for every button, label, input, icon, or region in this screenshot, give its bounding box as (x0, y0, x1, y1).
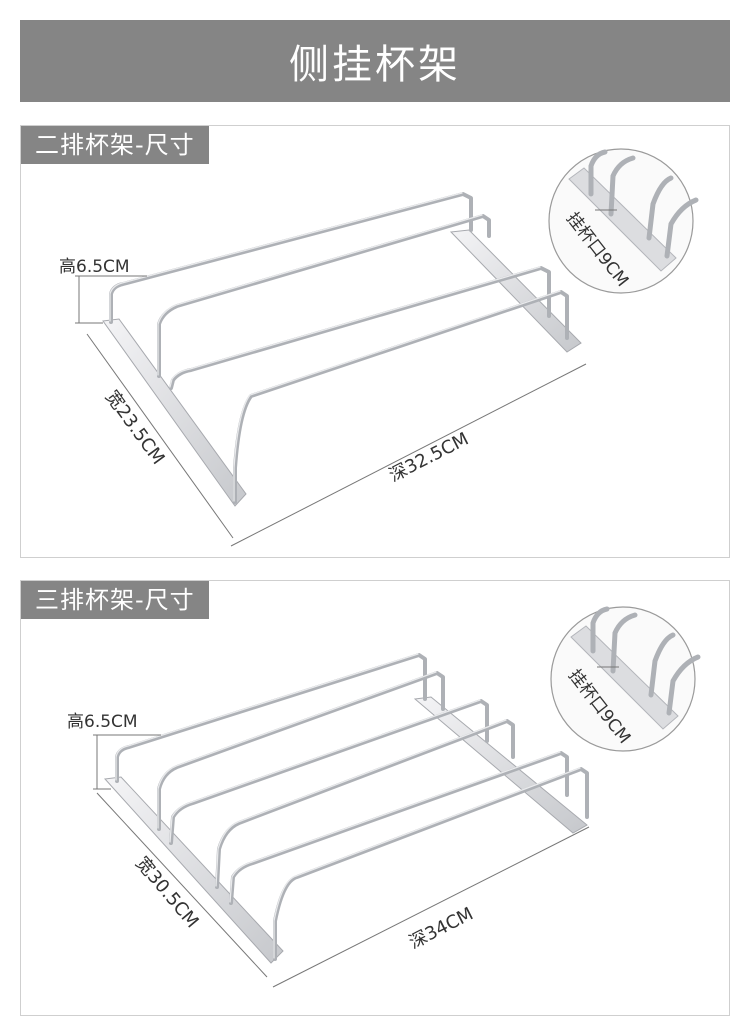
width-dimension-line (86, 333, 234, 539)
height-dimension-label: 高6.5CM (59, 257, 130, 277)
panel-title: 三排杯架-尺寸 (21, 581, 209, 619)
page-title: 侧挂杯架 (289, 42, 461, 88)
depth-dimension-line (272, 826, 590, 988)
base-plate-back (413, 696, 588, 834)
depth-dimension-label: 深34CM (406, 903, 477, 953)
three-row-rack-panel: 高6.5CM 宽30.5CM 深34CM 挂杯口9CM 三排杯架-尺寸 (20, 580, 730, 1016)
base-plate-front (102, 318, 247, 507)
wire-rails (115, 653, 589, 961)
depth-dimension-line (230, 363, 587, 547)
page-title-banner: 侧挂杯架 (20, 20, 730, 102)
wire-rails (109, 192, 569, 504)
three-row-rack-illustration: 高6.5CM 宽30.5CM 深34CM 挂杯口9CM (67, 606, 701, 988)
panel-title: 二排杯架-尺寸 (21, 126, 209, 164)
height-dimension-label: 高6.5CM (67, 712, 138, 732)
height-dimension-line (75, 275, 147, 324)
detail-zoom-circle (550, 606, 701, 752)
depth-dimension-label: 深32.5CM (386, 429, 472, 487)
two-row-rack-illustration: 高6.5CM 宽23.5CM 深32.5CM 挂杯口9CM (59, 148, 699, 547)
width-dimension-line (96, 792, 268, 978)
two-row-rack-panel: 高6.5CM 宽23.5CM 深32.5CM 挂杯口9CM 二排杯架-尺寸 (20, 125, 730, 558)
base-plate-front (103, 776, 284, 964)
detail-zoom-circle (548, 148, 699, 294)
height-dimension-line (93, 734, 161, 790)
base-plate-back (449, 229, 582, 353)
